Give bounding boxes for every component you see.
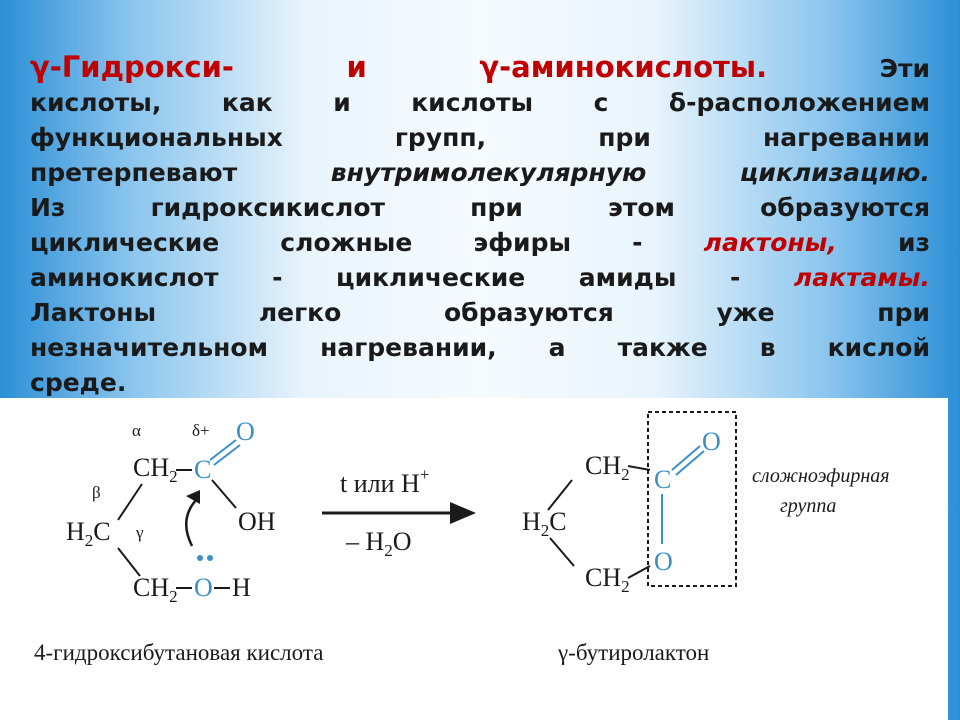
arrow-bottom-o: O: [393, 527, 412, 556]
arrow-top-text: t или H: [340, 469, 420, 498]
ch2-text: CH: [133, 453, 169, 482]
heading-gamma-2: γ: [479, 50, 500, 84]
term-lactams: лактамы.: [793, 263, 930, 292]
product-ring-o: O: [654, 547, 673, 576]
arrow-condition-top: t или H+: [340, 465, 429, 498]
bond-c-oh: [211, 479, 237, 509]
ch2b-sub: 2: [169, 587, 178, 606]
ester-group-box: [647, 411, 737, 587]
p-bond-2: [549, 537, 575, 567]
arrow-bottom-sub: 2: [384, 541, 393, 560]
p-h2c-h: H: [522, 507, 541, 536]
product-caption: γ-бутиролактон: [557, 640, 709, 665]
p-double-bond-2: [675, 450, 705, 476]
arrow-bottom-text: – H: [345, 527, 385, 556]
h2c-sub: 2: [85, 531, 94, 550]
text-esters: циклические сложные эфиры -: [30, 228, 643, 257]
heading-hydroxy: -Гидрокси-: [49, 50, 234, 84]
text-line-3: функциональных групп, при нагревании: [30, 123, 930, 152]
electron-arrow: [185, 497, 199, 547]
text-line-9: незначительном нагревании, а также в кис…: [30, 333, 930, 362]
bond-c-ch2-bottom: [117, 547, 141, 577]
reaction-scheme: α δ+ CH2 C O OH β H2C γ CH2 O H 4-гидрок…: [0, 398, 948, 720]
delta-label: δ+: [192, 421, 210, 440]
lone-pair-dot-2: [207, 555, 213, 561]
text-line-2: кислоты, как и кислоты с δ-расположением: [30, 88, 930, 117]
p-bond-1: [547, 479, 573, 511]
p-ch2-text: CH: [585, 451, 621, 480]
p-ch2b-sub: 2: [621, 577, 630, 596]
text-these: Эти: [879, 54, 930, 83]
alpha-label: α: [132, 421, 141, 440]
ester-group-note-1: сложноэфирная: [752, 465, 890, 487]
ester-group-note-2: группа: [780, 495, 836, 517]
text-line-5: Из гидроксикислот при этом образуются: [30, 193, 930, 222]
reactant-carbonyl-c: C: [194, 455, 211, 484]
text-cyclization: внутримолекулярную циклизацию.: [330, 158, 930, 187]
product-ch2-bottom: CH2: [585, 563, 630, 596]
p-ch2-sub: 2: [621, 465, 630, 484]
reactant-ch2-bottom: CH2: [133, 573, 178, 606]
h2c-c: C: [93, 517, 110, 546]
reactant-caption: 4-гидроксибутановая кислота: [34, 640, 323, 665]
reactant-oh: OH: [238, 507, 276, 536]
text-line-6: циклические сложные эфиры - лактоны, из: [30, 225, 930, 260]
text-amides: аминокислот - циклические амиды -: [30, 263, 741, 292]
product-h2c: H2C: [522, 507, 567, 540]
p-h2c-sub: 2: [541, 521, 550, 540]
p-ch2b-text: CH: [585, 563, 621, 592]
lone-pair-dot-1: [197, 555, 203, 561]
ch2-sub: 2: [169, 467, 178, 486]
arrow-condition-bottom: – H2O: [345, 527, 412, 560]
text-line-8: Лактоны легко образуются уже при: [30, 298, 930, 327]
h2c-h: H: [66, 517, 85, 546]
text-from: из: [897, 228, 930, 257]
gamma-label: γ: [135, 523, 144, 542]
text-line-4: претерпевают внутримолекулярную циклизац…: [30, 155, 930, 190]
term-lactones: лактоны,: [703, 228, 837, 257]
reactant-h2c: H2C: [66, 517, 111, 550]
reactant-ch2-top: CH2: [133, 453, 178, 486]
reactant-hydroxyl-h: H: [232, 573, 251, 602]
product-ch2-top: CH2: [585, 451, 630, 484]
p-bond-c: [627, 465, 651, 471]
reactant-hydroxyl-o: O: [194, 573, 213, 602]
product-structure: CH2 H2C CH2 C O O сложноэфирная группа γ…: [522, 411, 890, 665]
product-carbonyl-c: C: [654, 465, 671, 494]
body-text: γ-Гидрокси- и γ-аминокислоты. Эти кислот…: [30, 50, 930, 400]
heading-amino: -аминокислоты.: [499, 50, 768, 84]
beta-label: β: [92, 483, 101, 502]
heading-and: и: [346, 50, 367, 84]
heading-gamma: γ: [30, 50, 50, 84]
p-double-bond-1: [671, 445, 701, 471]
text-line-10: среде.: [30, 368, 127, 397]
text-line-1: γ-Гидрокси- и γ-аминокислоты. Эти: [30, 50, 930, 85]
double-bond-1: [209, 439, 237, 461]
text-line-7: аминокислот - циклические амиды - лактам…: [30, 260, 930, 295]
reactant-carbonyl-o: O: [236, 417, 255, 446]
ch2b-text: CH: [133, 573, 169, 602]
text-undergo: претерпевают: [30, 158, 238, 187]
bond-ch2-c-ring: [117, 483, 143, 521]
reaction-arrowhead: [450, 502, 476, 524]
arrow-plus: +: [420, 465, 430, 484]
product-carbonyl-o: O: [702, 427, 721, 456]
reactant-structure: α δ+ CH2 C O OH β H2C γ CH2 O H 4-гидрок…: [34, 417, 323, 665]
double-bond-2: [213, 444, 241, 466]
p-h2c-c: C: [549, 507, 566, 536]
reaction-scheme-svg: α δ+ CH2 C O OH β H2C γ CH2 O H 4-гидрок…: [34, 411, 890, 665]
electron-arrowhead: [186, 490, 200, 504]
reaction-arrow-group: t или H+ – H2O: [322, 465, 476, 560]
p-bond-o: [627, 565, 651, 579]
